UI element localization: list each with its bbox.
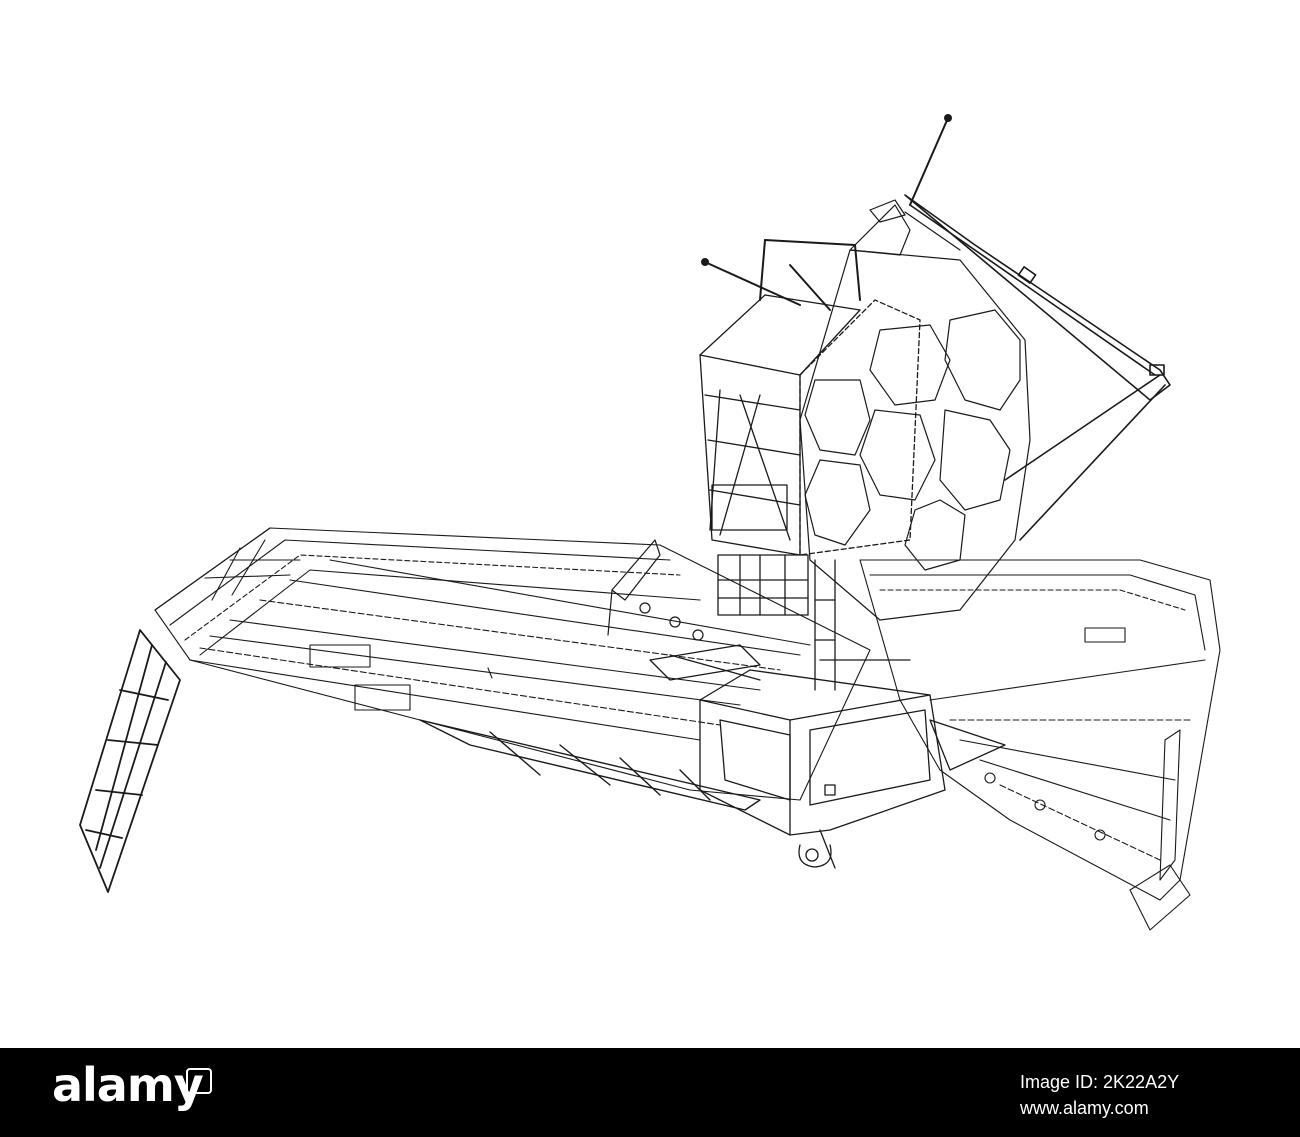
antennas bbox=[701, 114, 952, 311]
deployment-arm bbox=[607, 539, 704, 641]
brand-logo-mark-icon bbox=[186, 1068, 212, 1094]
spacecraft-bus bbox=[649, 644, 1006, 869]
watermark-footer: alamy Image ID: 2K22A2Y www.alamy.com bbox=[0, 1048, 1300, 1137]
primary-mirror bbox=[799, 199, 1031, 621]
spacecraft-illustration bbox=[79, 114, 1221, 931]
sunshield-left-wing bbox=[154, 527, 871, 801]
image-id-label: Image ID: 2K22A2Y bbox=[1020, 1072, 1180, 1092]
deployment-tower bbox=[814, 559, 911, 691]
solar-panel-left bbox=[79, 629, 181, 893]
sunshield-right-wing bbox=[859, 559, 1221, 931]
brand-logo: alamy bbox=[52, 1058, 204, 1112]
secondary-mirror-struts bbox=[904, 194, 1171, 541]
site-url: www.alamy.com bbox=[1020, 1098, 1149, 1118]
lower-panel-strip bbox=[419, 719, 761, 811]
instrument-module bbox=[699, 294, 921, 616]
